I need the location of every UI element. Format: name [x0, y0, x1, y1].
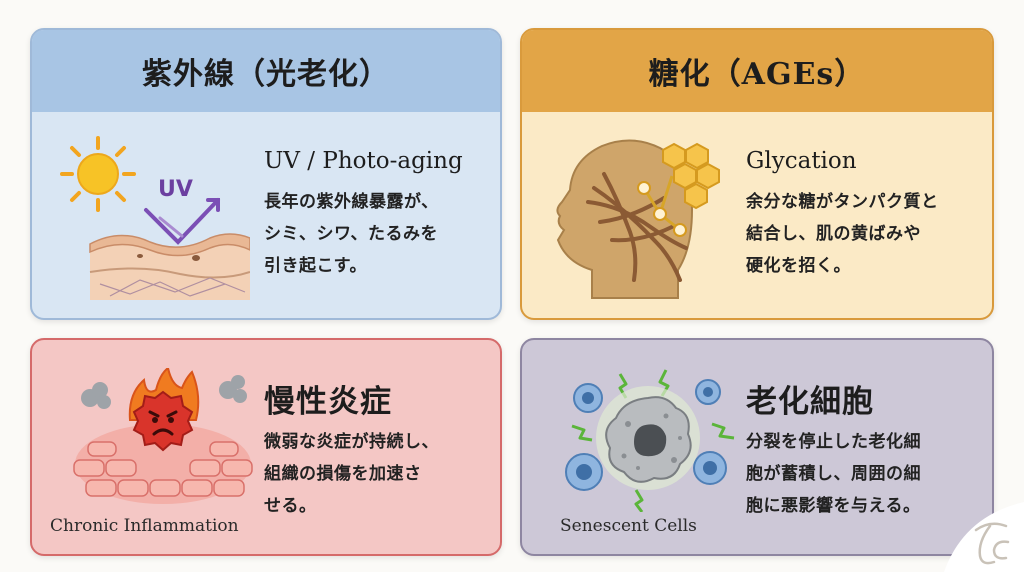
- uv-subtitle: UV / Photo-aging: [264, 148, 463, 174]
- uv-badge: UV: [158, 177, 193, 202]
- inflammation-description: 微弱な炎症が持続し、 組織の損傷を加速さ せる。: [264, 426, 439, 522]
- skin-layers-icon: [89, 233, 250, 300]
- molecule-icon: [637, 142, 720, 237]
- senescent-cell-icon: [596, 386, 700, 490]
- uv-card-heading: 紫外線（光老化）: [32, 30, 500, 112]
- senescent-caption: Senescent Cells: [560, 516, 697, 536]
- desc-line: 結合し、肌の黄ばみや: [746, 224, 921, 244]
- uv-illustration: UV: [60, 136, 250, 300]
- sun-icon: [60, 136, 136, 212]
- glycation-description: 余分な糖がタンパク質と 結合し、肌の黄ばみや 硬化を招く。: [746, 186, 939, 282]
- desc-line: 胞が蓄積し、周囲の細: [746, 464, 921, 484]
- senescent-illustration: [565, 369, 735, 512]
- inflammation-card: Chronic Inflammation 慢性炎症 微弱な炎症が持続し、 組織の…: [30, 338, 502, 556]
- desc-line: 余分な糖がタンパク質と: [746, 192, 939, 212]
- inflammation-heading: 慢性炎症: [264, 384, 392, 420]
- smoke-icon: [81, 375, 247, 409]
- desc-line: 微弱な炎症が持続し、: [264, 432, 439, 452]
- glycation-card-body: Glycation 余分な糖がタンパク質と 結合し、肌の黄ばみや 硬化を招く。: [522, 112, 992, 318]
- desc-line: せる。: [264, 496, 317, 516]
- uv-card-body: UV UV / Photo-aging 長年の紫外線暴露が、 シミ、: [32, 112, 500, 318]
- glycation-subtitle: Glycation: [746, 148, 857, 174]
- immune-cell-icon: [565, 379, 727, 491]
- glycation-card-heading: 糖化（AGEs）: [522, 30, 992, 112]
- desc-line: 硬化を招く。: [746, 256, 851, 276]
- glycation-card: 糖化（AGEs）: [520, 28, 994, 320]
- inflammation-illustration: [73, 368, 253, 504]
- uv-rays-icon: [144, 198, 220, 245]
- uv-photoaging-card: 紫外線（光老化） UV: [30, 28, 502, 320]
- angry-cell-icon: [132, 390, 194, 452]
- brand-logo-icon: [944, 502, 1024, 572]
- desc-line: 長年の紫外線暴露が、: [264, 192, 439, 212]
- tissue-icon: [73, 424, 253, 504]
- inflammation-caption: Chronic Inflammation: [50, 516, 239, 536]
- desc-line: 分裂を停止した老化細: [746, 432, 921, 452]
- desc-line: 引き起こす。: [264, 256, 367, 276]
- senescent-description: 分裂を停止した老化細 胞が蓄積し、周囲の細 胞に悪影響を与える。: [746, 426, 921, 522]
- desc-line: シミ、シワ、たるみを: [264, 224, 438, 244]
- desc-line: 組織の損傷を加速さ: [264, 464, 422, 484]
- collagen-fibers-icon: [586, 172, 688, 282]
- senescent-cells-card: Senescent Cells 老化細胞 分裂を停止した老化細 胞が蓄積し、周囲…: [520, 338, 994, 556]
- glycation-illustration: [556, 139, 720, 299]
- senescent-heading: 老化細胞: [746, 384, 874, 420]
- desc-line: 胞に悪影響を与える。: [746, 496, 921, 516]
- uv-description: 長年の紫外線暴露が、 シミ、シワ、たるみを 引き起こす。: [264, 186, 439, 282]
